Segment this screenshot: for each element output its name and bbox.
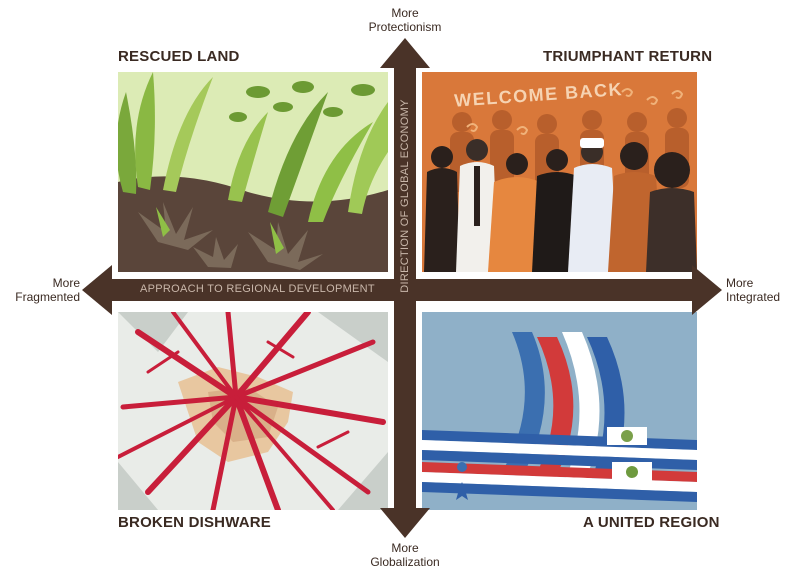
rescued-land-illustration [118,72,388,272]
united-region-illustration [422,312,697,510]
quadrant-triumphant-return: WELCOME BACK [422,72,697,272]
label-more-integrated: More Integrated [726,276,796,304]
label-more-fragmented: More Fragmented [4,276,80,304]
label-right-line2: Integrated [726,290,781,304]
label-more-protectionism: More Protectionism [355,6,455,34]
label-more-globalization: More Globalization [355,541,455,569]
label-right-line1: More [726,276,754,290]
label-bottom-line2: Globalization [370,555,440,569]
label-bottom-line1: More [391,541,419,555]
label-left-line1: More [52,276,80,290]
horizontal-axis-name: APPROACH TO REGIONAL DEVELOPMENT [140,283,375,295]
title-rescued-land: RESCUED LAND [118,48,240,65]
quadrant-broken-dishware [118,312,388,510]
title-united-region: A UNITED REGION [583,514,720,531]
label-top-line1: More [391,6,419,20]
title-broken-dishware: BROKEN DISHWARE [118,514,272,531]
vertical-axis-name: DIRECTION OF GLOBAL ECONOMY [399,99,411,293]
triumphant-return-illustration: WELCOME BACK [422,72,697,272]
label-top-line2: Protectionism [368,20,442,34]
label-left-line2: Fragmented [15,290,80,304]
title-triumphant-return: TRIUMPHANT RETURN [543,48,713,65]
broken-dishware-illustration [118,312,388,510]
quadrant-rescued-land [118,72,388,272]
quadrant-united-region [422,312,697,510]
